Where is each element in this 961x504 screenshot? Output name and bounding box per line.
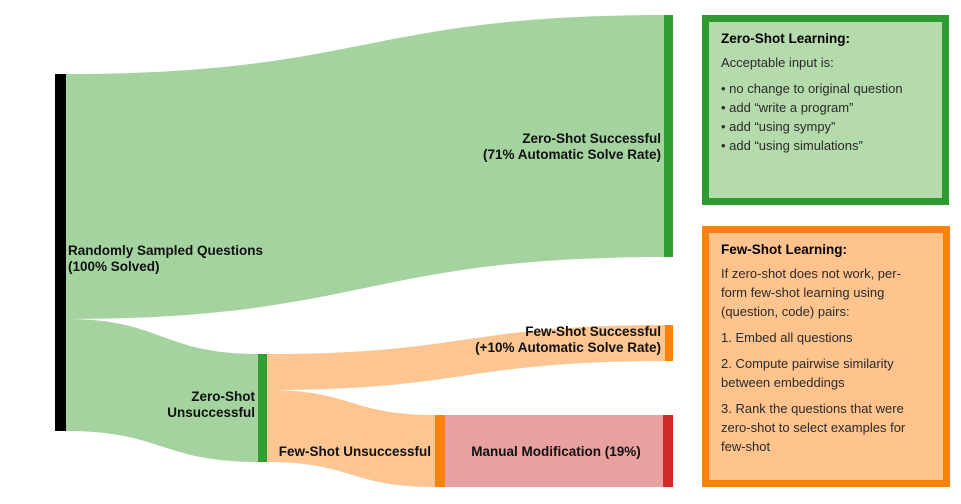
label-few-shot-successful: Few-Shot Successful (+10% Automatic Solv… [475, 324, 661, 355]
node-manual-modification-bar [663, 415, 673, 487]
label-zero-shot-successful: Zero-Shot Successful (71% Automatic Solv… [482, 131, 661, 162]
node-zero-shot-successful-bar [664, 15, 673, 257]
zero-shot-learning-bullets: • no change to original question • add “… [721, 81, 903, 153]
label-randomly-sampled-questions: Randomly Sampled Questions (100% Solved) [68, 243, 264, 274]
node-zero-shot-unsuccessful-bar [258, 354, 267, 462]
flow-zero-shot-successful [66, 15, 665, 319]
few-shot-learning-description: If zero-shot does not work, per- form fe… [721, 266, 901, 319]
flow-few-shot-unsuccessful [267, 390, 435, 487]
label-few-shot-unsuccessful: Few-Shot Unsuccessful [278, 444, 431, 459]
node-randomly-sampled-bar [55, 74, 66, 431]
zero-shot-learning-box: Zero-Shot Learning: Acceptable input is:… [702, 15, 949, 205]
few-shot-learning-title: Few-Shot Learning: [721, 242, 847, 257]
few-shot-learning-step-1: 1. Embed all questions [721, 330, 853, 345]
label-zero-shot-unsuccessful: Zero-Shot Unsuccessful [167, 389, 255, 420]
zero-shot-learning-intro: Acceptable input is: [721, 55, 834, 70]
flow-manual-modification [445, 415, 663, 487]
zero-shot-learning-title: Zero-Shot Learning: [721, 31, 850, 46]
label-manual-modification: Manual Modification (19%) [471, 444, 641, 459]
flow-zero-shot-unsuccessful [66, 319, 258, 462]
node-few-shot-unsuccessful-bar [435, 415, 445, 487]
node-few-shot-successful-bar [665, 325, 673, 361]
few-shot-learning-box: Few-Shot Learning: If zero-shot does not… [702, 226, 950, 487]
few-shot-learning-step-3: 3. Rank the questions that were zero-sho… [721, 401, 906, 454]
few-shot-learning-step-2: 2. Compute pairwise similarity between e… [721, 356, 894, 390]
flow-few-shot-successful [267, 325, 665, 390]
